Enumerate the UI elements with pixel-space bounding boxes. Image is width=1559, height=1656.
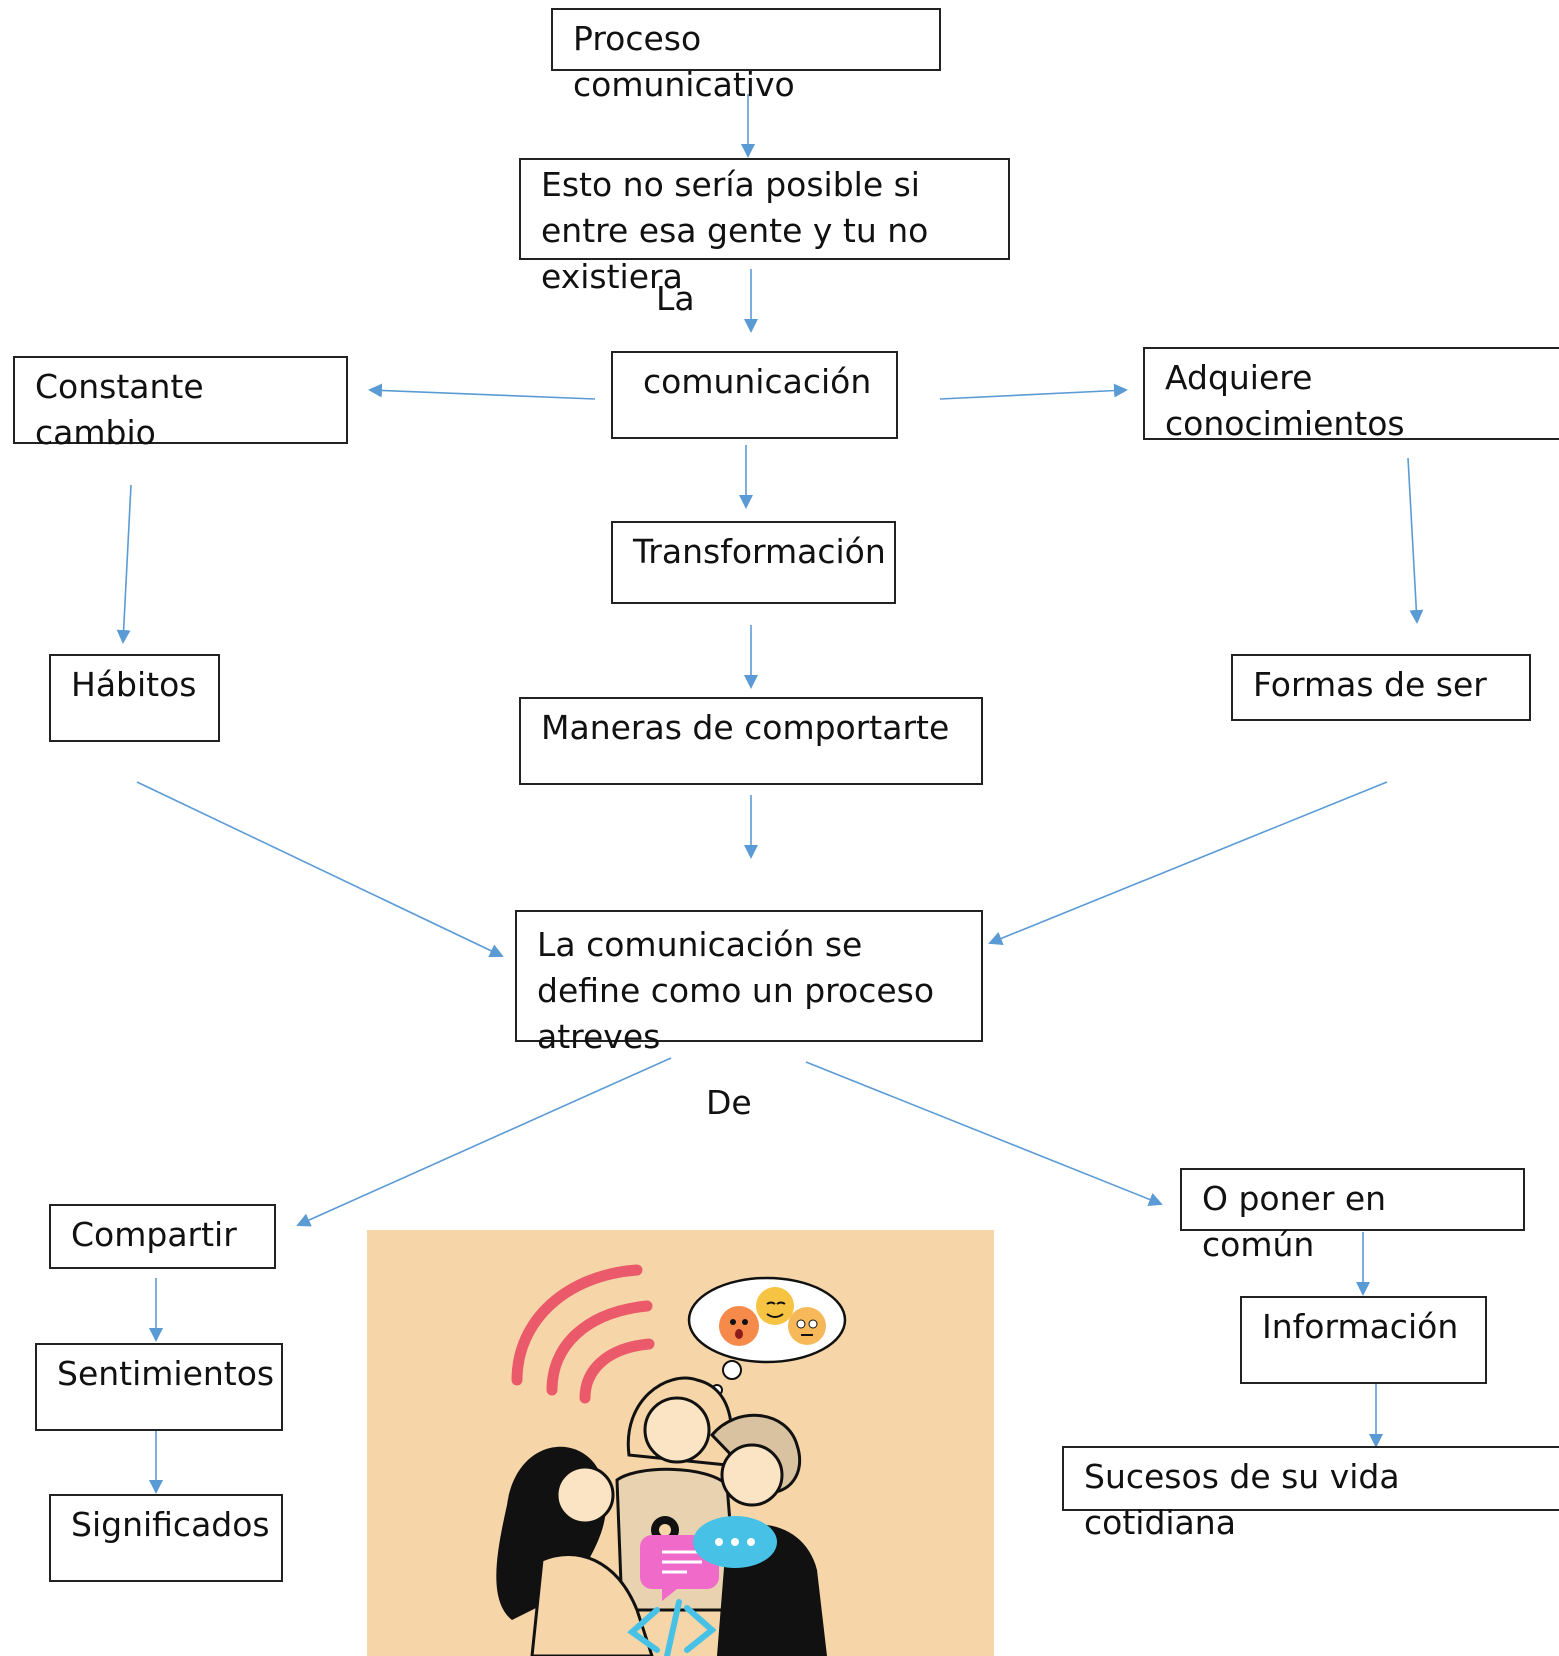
node-informacion: Información	[1240, 1296, 1487, 1384]
arrow-comunicacion-to-constante	[368, 383, 596, 400]
node-maneras-de-comportarte: Maneras de comportarte	[519, 697, 983, 785]
code-brackets-icon	[627, 1599, 717, 1656]
label-de: De	[706, 1083, 752, 1122]
node-compartir: Compartir	[49, 1204, 276, 1269]
node-comunicacion: comunicación	[611, 351, 898, 439]
arrow-adquiere-to-formas	[1407, 457, 1424, 624]
communication-illustration	[367, 1230, 994, 1656]
arrow-formas-to-define	[988, 781, 1388, 945]
arrow-comunicacion-to-adquiere	[939, 383, 1128, 400]
chat-bubble-blue-icon	[693, 1516, 777, 1568]
arrow-define-to-compartir	[296, 1057, 672, 1227]
node-transformacion: Transformación	[611, 521, 896, 604]
arrow-constante-to-habitos	[116, 484, 132, 644]
node-proceso-comunicativo: Proceso comunicativo	[551, 8, 941, 104]
node-significados: Significados	[49, 1494, 283, 1582]
arrow-define-to-poner	[805, 1061, 1163, 1207]
node-esto-no-seria-posible: Esto no sería posible si entre esa gente…	[519, 158, 1010, 296]
node-adquiere-conocimientos: Adquiere conocimientos	[1143, 347, 1559, 443]
node-formas-de-ser: Formas de ser	[1231, 654, 1531, 721]
node-sucesos-de-su-vida: Sucesos de su vida cotidiana	[1062, 1446, 1559, 1542]
label-la: La	[656, 279, 695, 318]
node-sentimientos: Sentimientos	[35, 1343, 283, 1431]
emoji-faces-icon	[719, 1287, 826, 1346]
signal-waves-icon	[511, 1264, 655, 1404]
node-o-poner-en-comun: O poner en común	[1180, 1168, 1525, 1264]
node-habitos: Hábitos	[49, 654, 220, 742]
node-la-comunicacion-se-define: La comunicación se define como un proces…	[515, 910, 983, 1056]
person-left-icon	[496, 1446, 654, 1656]
node-constante-cambio: Constante cambio	[13, 356, 348, 452]
people-talking-picture	[496, 1264, 847, 1656]
arrow-habitos-to-define	[136, 781, 504, 958]
